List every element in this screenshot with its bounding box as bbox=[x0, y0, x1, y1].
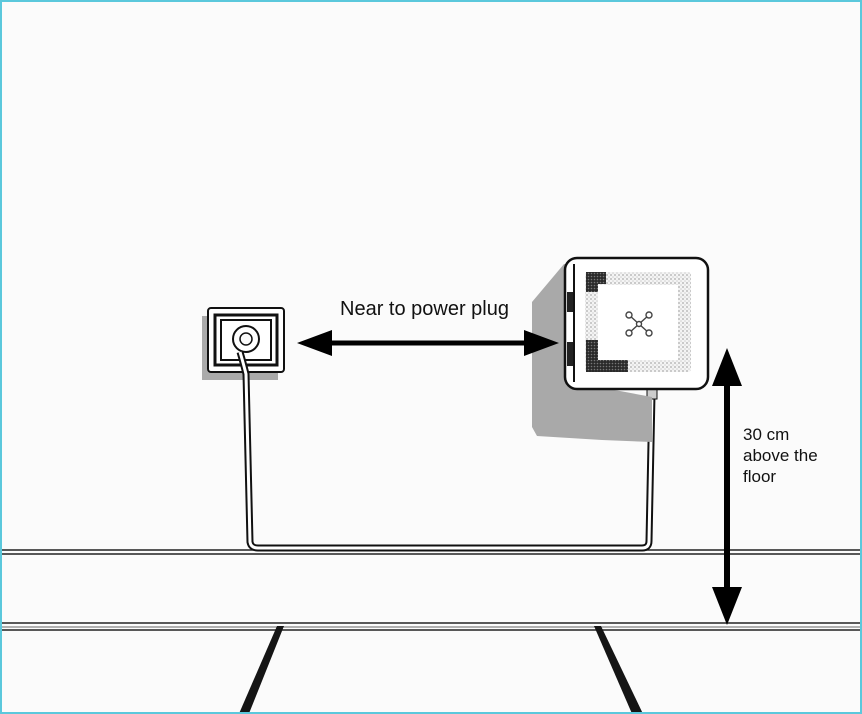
four-node-cross-icon bbox=[625, 311, 653, 337]
power-plug-distance-label: Near to power plug bbox=[340, 298, 509, 320]
height-label-line-1: 30 cm bbox=[743, 425, 790, 444]
distance-arrow bbox=[297, 330, 559, 356]
floor-boards bbox=[239, 626, 643, 712]
height-above-floor-label: 30 cm above the floor bbox=[743, 424, 853, 487]
height-label-line-3: floor bbox=[743, 467, 777, 486]
height-label-line-2: above the bbox=[743, 446, 818, 465]
hub-device bbox=[532, 256, 710, 442]
power-socket bbox=[202, 307, 285, 380]
height-arrow bbox=[712, 348, 742, 625]
